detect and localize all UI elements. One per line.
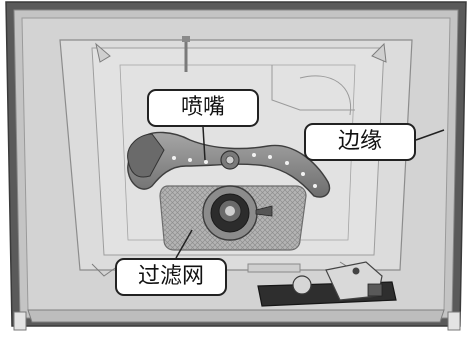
- edge-leader-line: [415, 129, 445, 141]
- nozzle-hole: [172, 156, 176, 160]
- nozzle-hole: [188, 158, 192, 162]
- nozzle-callout: 喷嘴: [147, 89, 259, 127]
- nozzle-hole: [285, 161, 289, 165]
- spray-arm: [127, 131, 331, 198]
- nozzle-hole: [252, 153, 256, 157]
- nozzle-hole: [301, 172, 305, 176]
- nozzle-hole: [268, 155, 272, 159]
- filter-callout: 过滤网: [115, 258, 227, 296]
- edge-callout: 边缘: [304, 123, 416, 161]
- callout-leaders: [175, 126, 445, 259]
- drain-assembly: [257, 261, 397, 307]
- filter-leader-line: [175, 229, 193, 259]
- tub-rim: [13, 309, 461, 331]
- nozzle-hole: [313, 184, 317, 188]
- filter-mesh: [159, 185, 307, 251]
- nozzle-hole: [204, 160, 208, 164]
- nozzle-leader-line: [202, 126, 206, 161]
